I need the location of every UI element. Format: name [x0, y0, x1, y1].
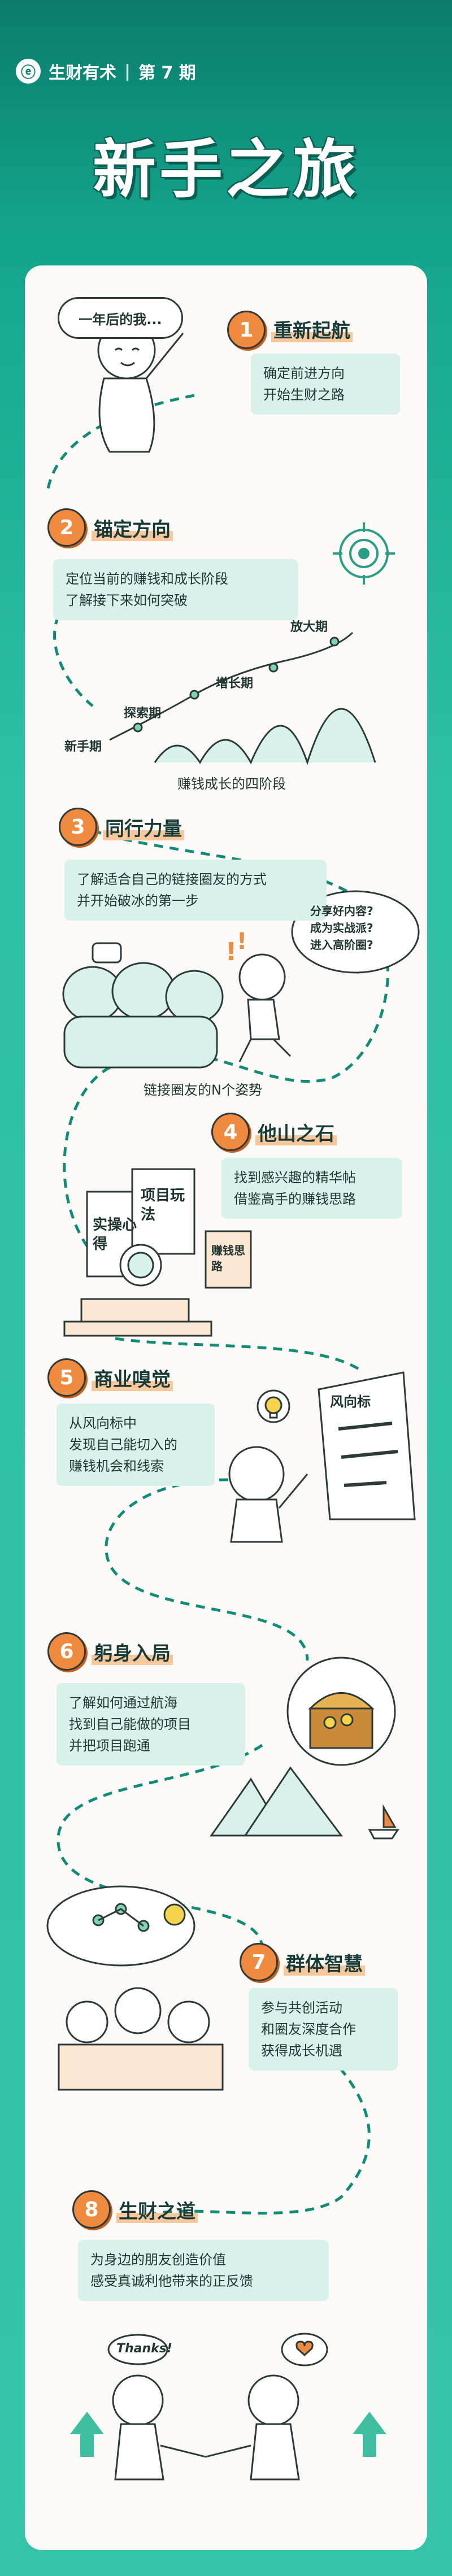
lightbulb-icon	[264, 1396, 282, 1419]
step-8-title: 生财之道	[116, 2196, 198, 2224]
question-line: 进入高阶圈?	[310, 938, 373, 952]
step-4-title: 他山之石	[255, 1118, 337, 1146]
step-2-title: 锚定方向	[92, 514, 173, 542]
step-5-desc-line: 发现自己能切入的	[69, 1437, 177, 1453]
speech-bubble-future-me: 一年后的我...	[58, 297, 183, 339]
step-6-number: 6	[47, 1632, 86, 1671]
treasure-chest-icon	[286, 1657, 396, 1766]
brand-name: 生财有术	[49, 63, 116, 83]
step-4-desc-line: 借鉴高手的赚钱思路	[234, 1191, 356, 1207]
svg-text:!: !	[237, 929, 247, 954]
stage-label: 增长期	[216, 677, 254, 691]
group-caption: 链接圈友的N个姿势	[144, 1082, 262, 1098]
question-line: 分享好内容?	[310, 904, 373, 918]
step-8-desc: 为身边的朋友创造价值 感受真诚利他带来的正反馈	[78, 2240, 329, 2301]
svg-text:!: !	[225, 938, 237, 966]
thanks-label: Thanks!	[116, 2342, 172, 2356]
step-7-number: 7	[240, 1943, 278, 1981]
step-8-desc-line: 感受真诚利他带来的正反馈	[90, 2273, 253, 2289]
arrow-up-icon	[70, 2412, 386, 2457]
docs-illustration	[63, 1168, 252, 1337]
doc-label-1: 实操心得	[93, 1217, 137, 1253]
step-5-desc-line: 赚钱机会和线索	[69, 1458, 164, 1474]
growth-mountains	[109, 631, 376, 765]
step-4-number: 4	[211, 1113, 250, 1151]
journey-illustrations: ! !	[46, 321, 420, 2481]
step-2-number: 2	[47, 508, 86, 547]
mountains-6	[210, 1766, 343, 1837]
group-7	[46, 1885, 224, 2091]
step-7-desc-line: 和圈友深度合作	[261, 2021, 356, 2037]
issue-label: 第 7 期	[138, 63, 196, 83]
step-6-desc-line: 找到自己能做的项目	[69, 1716, 191, 1732]
step-2-desc-line: 了解接下来如何突破	[66, 592, 188, 608]
signpost-illustration	[318, 1371, 416, 1520]
step-1-desc: 确定前进方向 开始生财之路	[251, 354, 400, 415]
figure-5	[228, 1389, 308, 1543]
stage-label: 放大期	[290, 620, 328, 634]
step-1-title: 重新起航	[271, 315, 353, 343]
step-3-title: 同行力量	[103, 813, 184, 841]
step-7-desc: 参与共创活动 和圈友深度合作 获得成长机遇	[249, 1988, 398, 2071]
question-line: 成为实战派?	[310, 921, 373, 935]
step-1-number: 1	[227, 311, 266, 349]
step-5-desc: 从风向标中 发现自己能切入的 赚钱机会和线索	[56, 1403, 215, 1486]
step-1-desc-line: 确定前进方向	[263, 365, 345, 381]
step-3-desc-line: 了解适合自己的链接圈友的方式	[77, 871, 267, 887]
questions-bubble: 分享好内容? 成为实战派? 进入高阶圈?	[310, 903, 373, 953]
brand-logo-icon: ⓔ	[16, 59, 41, 84]
step-7-desc-line: 获得成长机遇	[261, 2043, 342, 2059]
target-icon	[333, 522, 395, 585]
step-6-desc-line: 了解如何通过航海	[69, 1695, 177, 1711]
stages-caption: 赚钱成长的四阶段	[177, 776, 286, 792]
step-8-desc-line: 为身边的朋友创造价值	[90, 2252, 226, 2268]
step-6-desc: 了解如何通过航海 找到自己能做的项目 并把项目跑通	[56, 1683, 245, 1766]
step-8-number: 8	[72, 2190, 111, 2229]
step-7-title: 群体智慧	[284, 1949, 365, 1976]
stage-label: 新手期	[64, 740, 102, 754]
step-5-number: 5	[47, 1358, 86, 1397]
step-5-desc-line: 从风向标中	[69, 1415, 137, 1431]
step-4-desc-line: 找到感兴趣的精华帖	[234, 1170, 356, 1185]
step-3-number: 3	[59, 808, 97, 846]
stage-label: 探索期	[124, 707, 162, 721]
heart-icon	[281, 2333, 328, 2366]
crowd-group	[62, 942, 224, 1069]
step-2-desc: 定位当前的赚钱和成长阶段 了解接下来如何突破	[53, 559, 298, 620]
step-6-title: 躬身入局	[92, 1638, 173, 1666]
step-2-desc-line: 定位当前的赚钱和成长阶段	[66, 571, 228, 587]
step-3-desc: 了解适合自己的链接圈友的方式 并开始破冰的第一步	[64, 860, 327, 921]
header-brand: ⓔ 生财有术 | 第 7 期	[16, 59, 196, 84]
journey-card: ! !	[25, 265, 427, 2550]
note-label: 赚钱思路	[211, 1244, 245, 1273]
page-title: 新手之旅	[93, 133, 359, 207]
figures-8	[107, 2334, 300, 2481]
step-1-desc-line: 开始生财之路	[263, 387, 345, 403]
step-4-desc: 找到感兴趣的精华帖 借鉴高手的赚钱思路	[221, 1158, 402, 1219]
step-6-desc-line: 并把项目跑通	[69, 1738, 150, 1754]
step-7-desc-line: 参与共创活动	[261, 2000, 342, 2016]
signpost-label: 风向标	[330, 1394, 371, 1410]
figure-1	[97, 321, 184, 453]
brand-divider: |	[124, 61, 131, 81]
step-3-desc-line: 并开始破冰的第一步	[77, 893, 199, 909]
doc-label-2: 项目玩法	[141, 1187, 185, 1223]
sailboat-icon	[368, 1804, 399, 1840]
step-5-title: 商业嗅觉	[92, 1364, 173, 1392]
